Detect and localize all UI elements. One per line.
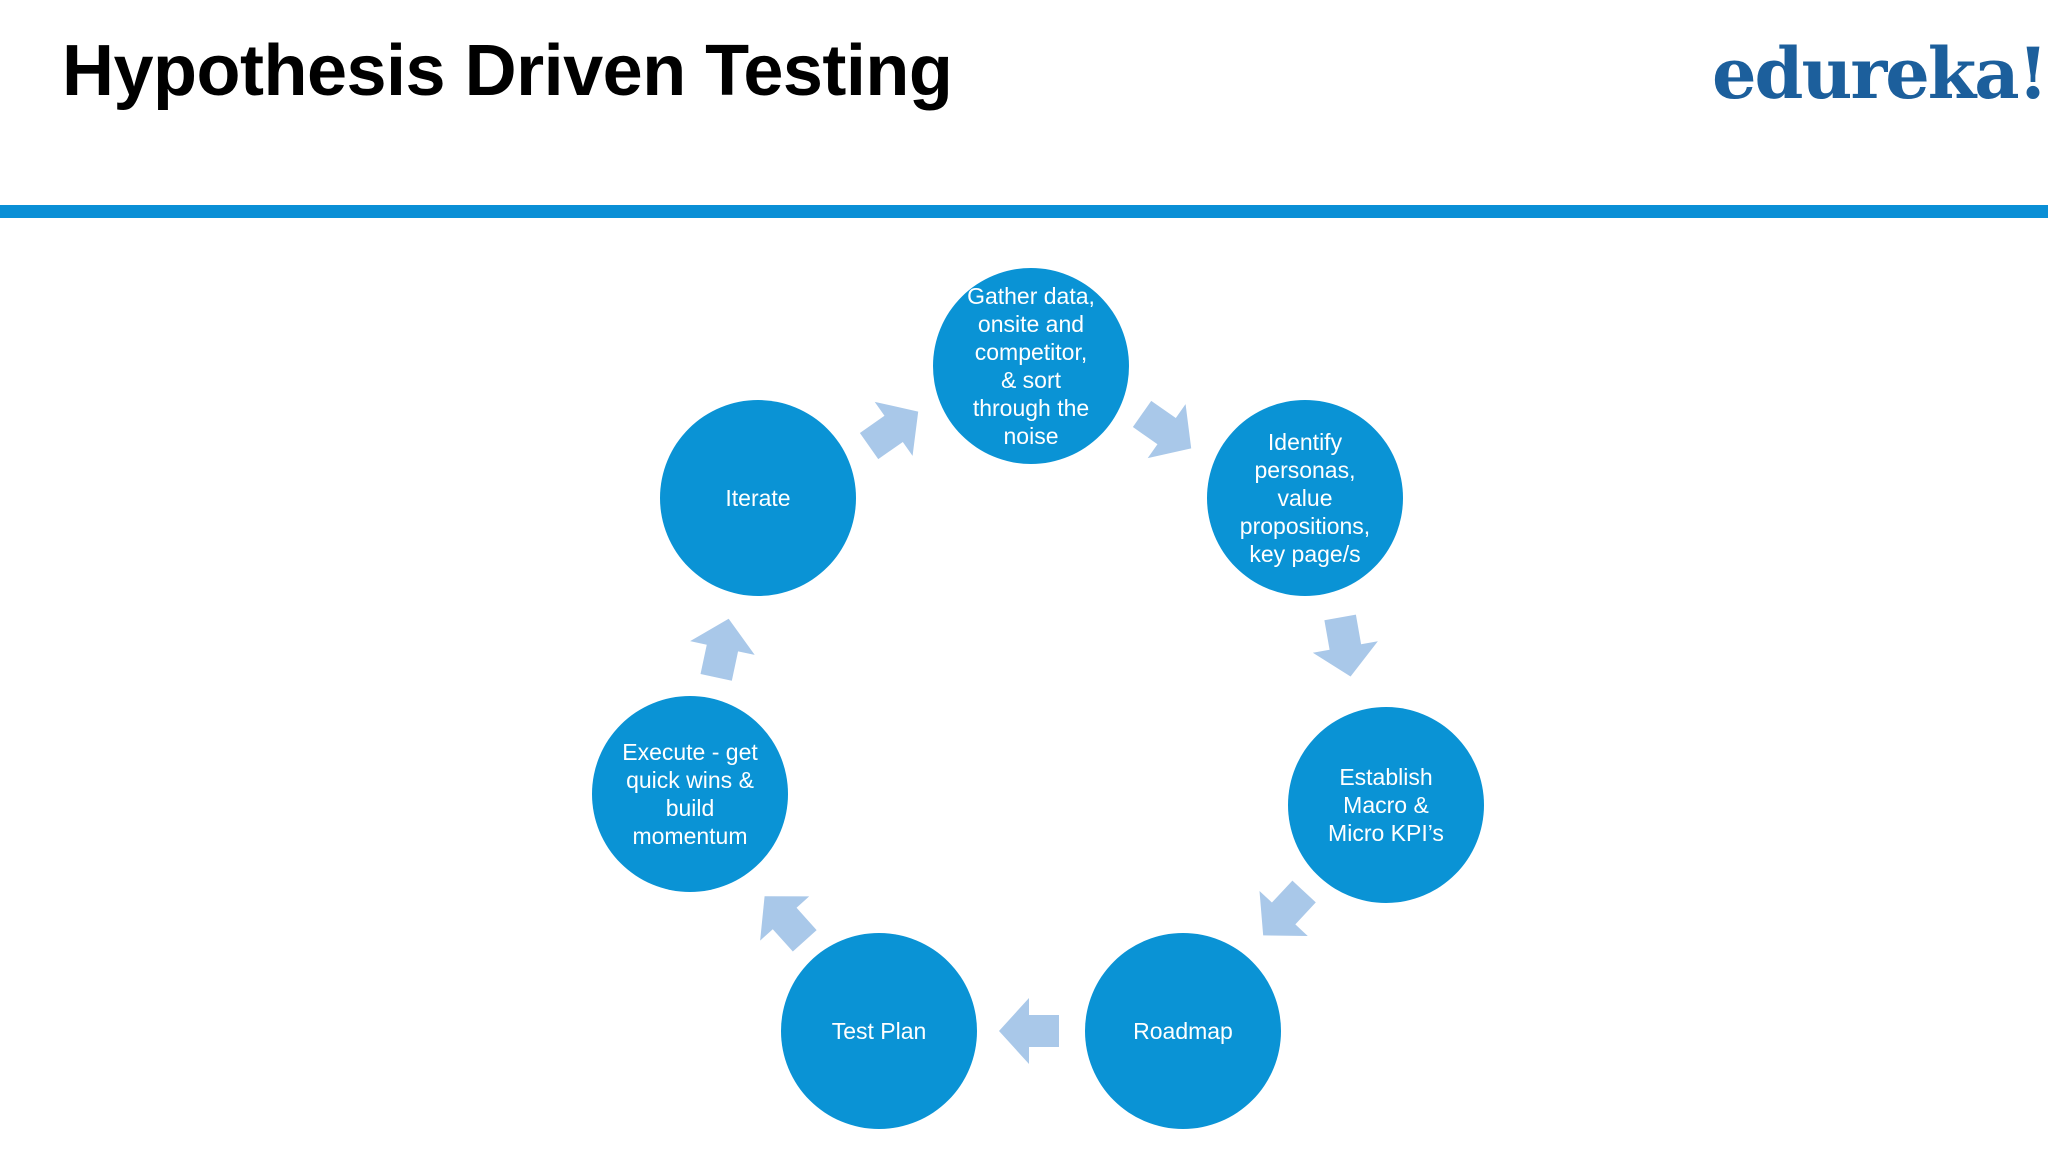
cycle-node-roadmap: Roadmap — [1085, 933, 1281, 1129]
cycle-node-label-line: Test Plan — [832, 1018, 927, 1044]
cycle-node-label-line: competitor, — [975, 339, 1088, 365]
cycle-node-iterate: Iterate — [660, 400, 856, 596]
cycle-node-label-line: through the — [973, 395, 1089, 421]
cycle-node-label-line: Micro KPI’s — [1328, 820, 1444, 846]
cycle-node-label-line: Roadmap — [1133, 1018, 1233, 1044]
cycle-node-label-line: Establish — [1339, 764, 1432, 790]
cycle-node-label-line: Gather data, — [967, 283, 1095, 309]
cycle-node-circle — [1288, 707, 1484, 903]
cycle-node-label: Test Plan — [832, 1018, 927, 1044]
cycle-node-label-line: Iterate — [725, 485, 790, 511]
edureka-logo: edureka! — [1712, 32, 2048, 115]
cycle-arrow-4 — [999, 998, 1059, 1064]
cycle-node-label-line: personas, — [1254, 457, 1355, 483]
cycle-node-label-line: key page/s — [1249, 541, 1360, 567]
cycle-arrow-3 — [1259, 880, 1316, 936]
cycle-node-circle — [1207, 400, 1403, 596]
cycle-arrow-6 — [690, 618, 755, 681]
cycle-node-circle — [1085, 933, 1281, 1129]
cycle-node-circle — [592, 696, 788, 892]
cycle-node-label-line: build — [666, 795, 715, 821]
cycle-arrow-7 — [859, 401, 919, 460]
cycle-node-label: Iterate — [725, 485, 790, 511]
cycle-arrow-2 — [1312, 614, 1378, 677]
cycle-node-label-line: Identify — [1268, 429, 1343, 455]
cycle-node-label-line: quick wins & — [626, 767, 754, 793]
cycle-node-circle — [781, 933, 977, 1129]
slide-title: Hypothesis Driven Testing — [62, 31, 953, 111]
cycle-arrow-1 — [1132, 400, 1192, 459]
cycle-node-label-line: Execute - get — [622, 739, 758, 765]
cycle-node-label-line: momentum — [632, 823, 747, 849]
cycle-node-label-line: & sort — [1001, 367, 1062, 393]
cycle-node-label-line: Macro & — [1343, 792, 1429, 818]
cycle-node-circle — [933, 268, 1129, 464]
header-divider — [0, 205, 2048, 218]
cycle-arrow-5 — [760, 896, 817, 952]
cycle-node-circle — [660, 400, 856, 596]
cycle-node-label-line: propositions, — [1240, 513, 1370, 539]
cycle-node-label-line: value — [1278, 485, 1333, 511]
cycle-node-label-line: noise — [1004, 423, 1059, 449]
cycle-node-test-plan: Test Plan — [781, 933, 977, 1129]
cycle-node-label: Roadmap — [1133, 1018, 1233, 1044]
cycle-node-label-line: onsite and — [978, 311, 1084, 337]
arrows-layer — [690, 400, 1378, 1064]
